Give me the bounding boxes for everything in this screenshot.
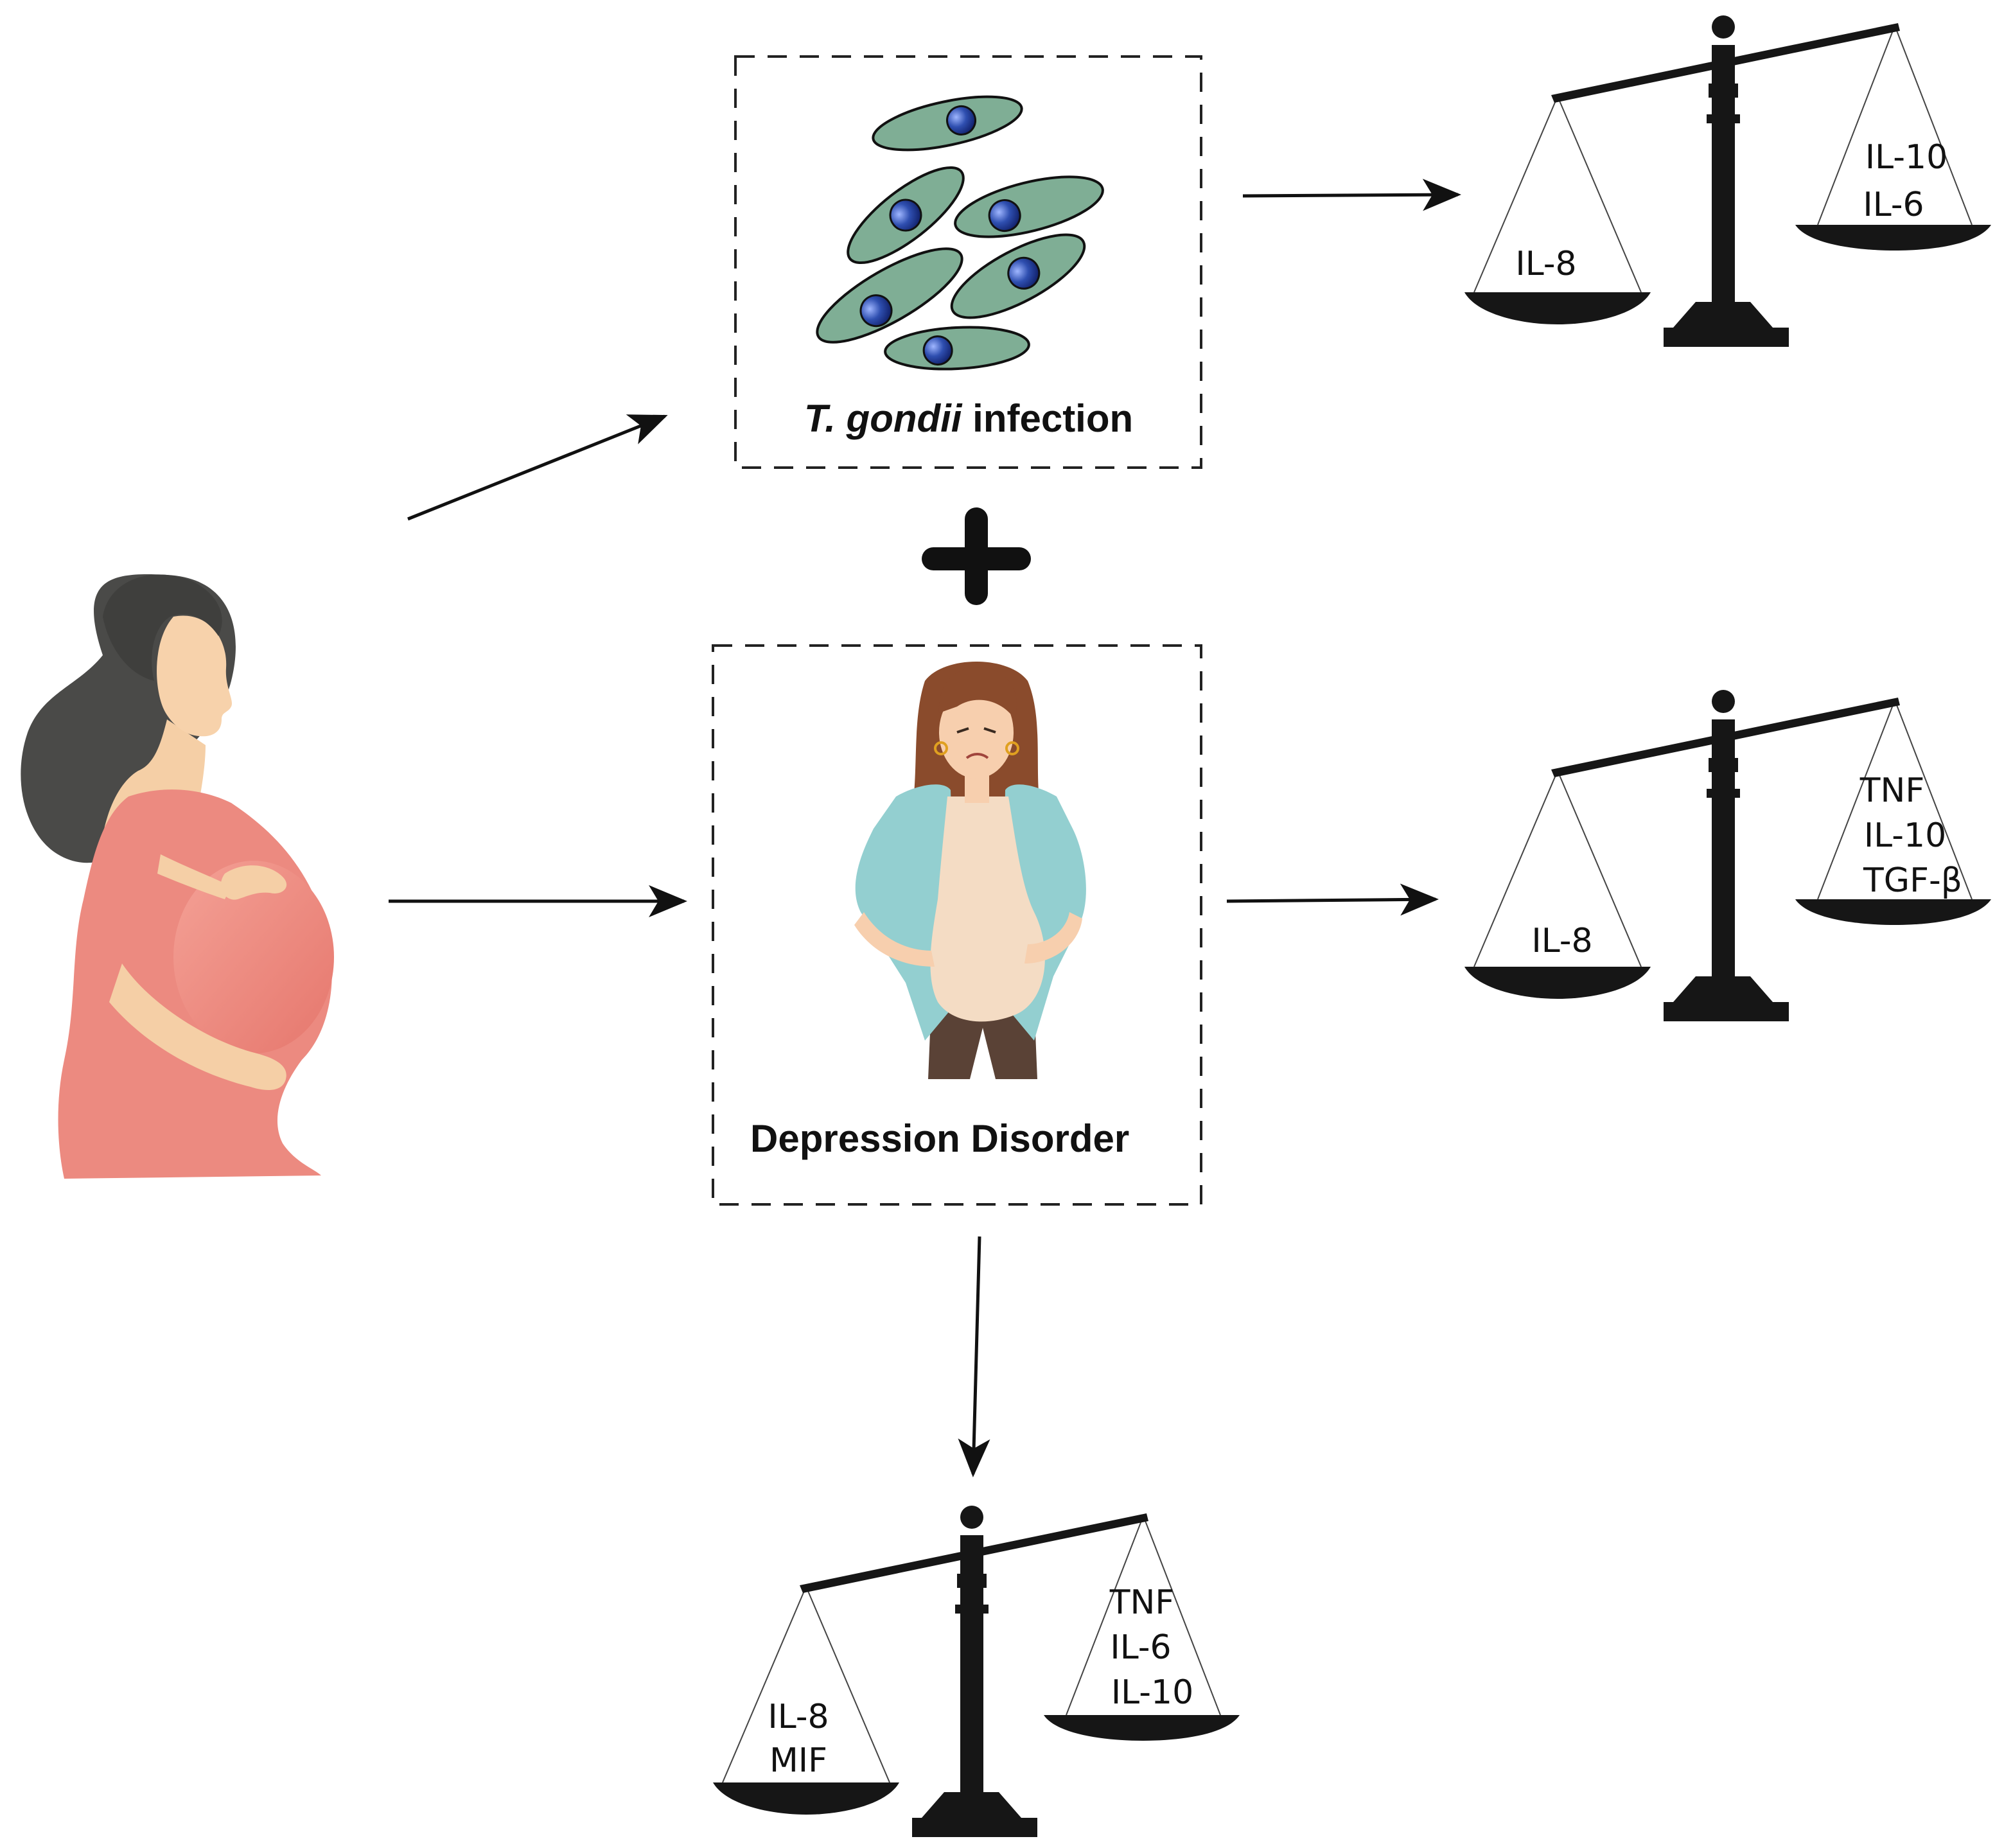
balance-scale-combined: [713, 1506, 1240, 1837]
infection-title: T. gondii infection: [804, 397, 1133, 440]
plus-sign-icon: [922, 507, 1031, 605]
depression-title: Depression Disorder: [750, 1117, 1129, 1160]
infection-box: T. gondii infection: [734, 55, 1202, 469]
balance-scale-depression: [1464, 690, 1991, 1021]
arrow-depression-to-scale: [1226, 883, 1439, 916]
scale1-right-label-2: IL-6: [1863, 186, 1924, 224]
scale3-right-label-1: TNF: [1109, 1583, 1175, 1622]
arrow-woman-to-infection: [407, 414, 668, 521]
scale1-left-label-1: IL-8: [1515, 245, 1576, 283]
sad-pregnant-woman-icon: [854, 662, 1086, 1079]
scale2-right-label-3: TGF-β: [1863, 861, 1962, 900]
scale3-left-label-2: MIF: [769, 1741, 827, 1780]
scale3-left-label-1: IL-8: [768, 1698, 829, 1736]
infection-title-italic: T. gondii: [804, 397, 963, 440]
scale2-right-label-1: TNF: [1859, 771, 1925, 810]
pregnant-woman-icon: [21, 574, 334, 1179]
balance-scale-infection: [1464, 15, 1991, 347]
scale3-right-label-3: IL-10: [1111, 1673, 1193, 1712]
depression-box: Depression Disorder: [712, 644, 1202, 1206]
toxoplasma-parasites-icon: [816, 95, 1104, 371]
arrow-infection-to-scale: [1242, 179, 1461, 211]
arrow-depression-to-combined-scale: [958, 1236, 990, 1477]
scale1-right-label-1: IL-10: [1865, 138, 1947, 177]
scale2-right-label-2: IL-10: [1864, 816, 1946, 855]
infection-title-rest: infection: [962, 397, 1133, 440]
scale3-right-label-2: IL-6: [1110, 1628, 1171, 1667]
scale2-left-label-1: IL-8: [1531, 922, 1592, 960]
